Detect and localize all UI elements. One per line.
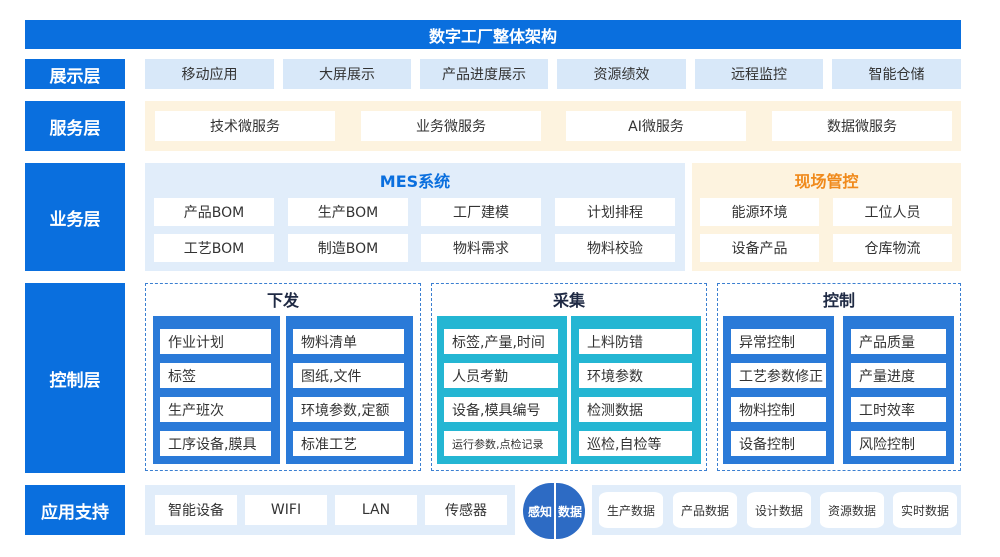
- sense-data-circle: 感知 数据: [523, 483, 585, 539]
- sense-label: 感知: [523, 483, 554, 539]
- ctrl-item: 工时效率: [851, 397, 946, 422]
- layer-label-support: 应用支持: [25, 485, 125, 535]
- ctrl-item: 风险控制: [851, 431, 946, 456]
- support-item: LAN: [335, 495, 417, 525]
- ctrl-item: 物料控制: [731, 397, 826, 422]
- display-item: 大屏展示: [283, 59, 411, 89]
- issue-item: 工序设备,膜具: [160, 431, 271, 456]
- site-item: 工位人员: [833, 198, 952, 226]
- service-item: 技术微服务: [155, 111, 335, 141]
- display-item: 智能仓储: [832, 59, 961, 89]
- service-item: 业务微服务: [361, 111, 541, 141]
- mes-item: 生产BOM: [288, 198, 408, 226]
- collect-title: 采集: [552, 291, 585, 310]
- issue-item: 环境参数,定额: [293, 397, 404, 422]
- issue-item: 作业计划: [160, 329, 271, 354]
- service-item: AI微服务: [566, 111, 746, 141]
- ctrl-title: 控制: [822, 291, 855, 310]
- collect-item: 巡检,自检等: [579, 431, 692, 456]
- collect-item: 人员考勤: [444, 363, 558, 388]
- collect-item: 环境参数: [579, 363, 692, 388]
- layer-label-business: 业务层: [25, 163, 125, 271]
- layer-label-control: 控制层: [25, 283, 125, 473]
- data-item: 生产数据: [599, 492, 663, 528]
- mes-item: 工艺BOM: [154, 234, 274, 262]
- display-item: 移动应用: [145, 59, 274, 89]
- ctrl-item: 产品质量: [851, 329, 946, 354]
- issue-item: 物料清单: [293, 329, 404, 354]
- mes-item: 制造BOM: [288, 234, 408, 262]
- mes-item: 产品BOM: [154, 198, 274, 226]
- data-item: 设计数据: [747, 492, 811, 528]
- support-item: 传感器: [425, 495, 507, 525]
- layer-label-service: 服务层: [25, 101, 125, 151]
- support-item: WIFI: [245, 495, 327, 525]
- layer-label-display: 展示层: [25, 59, 125, 89]
- collect-item: 标签,产量,时间: [444, 329, 558, 354]
- data-item: 实时数据: [893, 492, 957, 528]
- mes-item: 物料需求: [421, 234, 541, 262]
- service-item: 数据微服务: [772, 111, 952, 141]
- issue-item: 标准工艺: [293, 431, 404, 456]
- collect-item: 设备,模具编号: [444, 397, 558, 422]
- collect-item: 运行参数,点检记录: [444, 431, 558, 456]
- display-item: 产品进度展示: [420, 59, 548, 89]
- ctrl-item: 产量进度: [851, 363, 946, 388]
- data-item: 产品数据: [673, 492, 737, 528]
- site-item: 能源环境: [700, 198, 819, 226]
- display-item: 资源绩效: [557, 59, 686, 89]
- issue-title: 下发: [266, 291, 299, 310]
- diagram-title: 数字工厂整体架构: [25, 20, 961, 49]
- ctrl-item: 异常控制: [731, 329, 826, 354]
- data-item: 资源数据: [820, 492, 884, 528]
- display-item: 远程监控: [695, 59, 823, 89]
- site-control-title: 现场管控: [794, 172, 859, 191]
- site-item: 设备产品: [700, 234, 819, 262]
- ctrl-item: 设备控制: [731, 431, 826, 456]
- ctrl-item: 工艺参数修正: [731, 363, 826, 388]
- issue-item: 图纸,文件: [293, 363, 404, 388]
- collect-item: 检测数据: [579, 397, 692, 422]
- collect-item: 上料防错: [579, 329, 692, 354]
- support-item: 智能设备: [155, 495, 237, 525]
- mes-title: MES系统: [379, 172, 451, 191]
- mes-item: 物料校验: [555, 234, 675, 262]
- issue-item: 标签: [160, 363, 271, 388]
- mes-item: 工厂建模: [421, 198, 541, 226]
- site-item: 仓库物流: [833, 234, 952, 262]
- issue-item: 生产班次: [160, 397, 271, 422]
- mes-item: 计划排程: [555, 198, 675, 226]
- data-label: 数据: [554, 483, 585, 539]
